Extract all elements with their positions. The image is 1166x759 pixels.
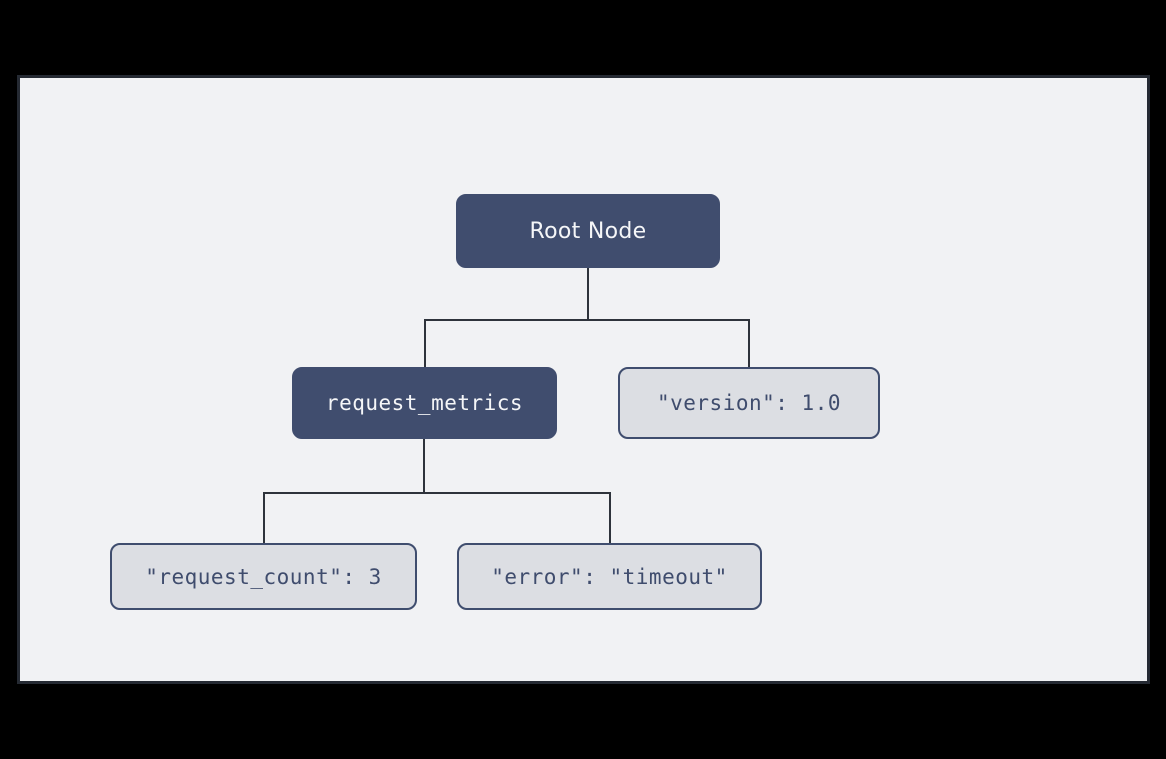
tree-node-error-label: "error": "timeout" [491, 564, 728, 589]
tree-node-request-count: "request_count": 3 [110, 543, 417, 610]
tree-node-version-label: "version": 1.0 [656, 391, 841, 415]
connector-drop-request-metrics [424, 319, 426, 367]
connector-drop-request-count [263, 492, 265, 543]
tree-node-request-metrics-label: request_metrics [325, 391, 524, 415]
connector-level2-bus [263, 492, 611, 494]
tree-node-root: Root Node [456, 194, 720, 268]
tree-node-request-metrics: request_metrics [292, 367, 557, 439]
connector-request-metrics-stub [423, 439, 425, 493]
tree-node-request-count-label: "request_count": 3 [145, 564, 382, 589]
json-tree-diagram: Root Node request_metrics "version": 1.0… [20, 78, 1147, 681]
tree-node-error: "error": "timeout" [457, 543, 762, 610]
connector-level1-bus [424, 319, 750, 321]
connector-drop-error [609, 492, 611, 543]
diagram-panel: Root Node request_metrics "version": 1.0… [17, 75, 1150, 684]
tree-node-version: "version": 1.0 [618, 367, 880, 439]
connector-root-stub [587, 268, 589, 320]
tree-node-root-label: Root Node [529, 218, 647, 244]
connector-drop-version [748, 319, 750, 367]
